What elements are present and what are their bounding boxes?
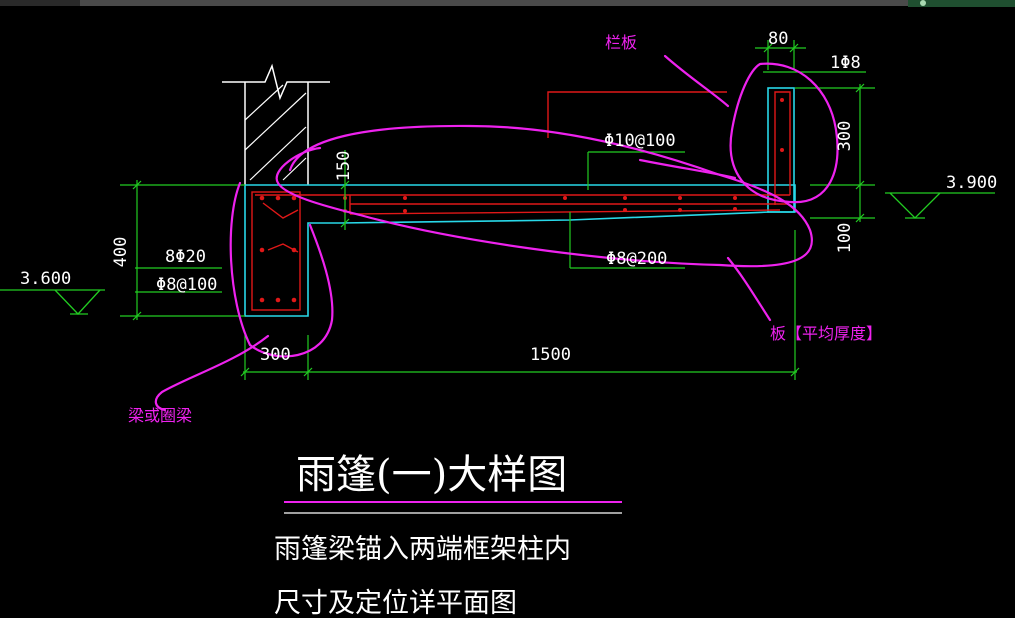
rebar-layout [251, 91, 791, 311]
top-bar [0, 0, 1015, 6]
elevation-marker-left [0, 289, 105, 315]
beam-stirrup-label: Φ8@100 [156, 275, 217, 295]
dim-slab-edge: 100 [835, 223, 855, 254]
railing-rebar-label: 1Φ8 [830, 53, 861, 73]
drawing-title: 雨篷(一)大样图 [296, 452, 567, 498]
beam-main-rebar-label: 8Φ20 [165, 247, 206, 267]
dim-railing-height: 300 [835, 121, 855, 152]
slab-label: 板【平均厚度】 [770, 324, 882, 343]
dim-railing-thickness: 80 [768, 29, 788, 49]
markup-annotations [154, 54, 839, 412]
elevation-left: 3.600 [20, 269, 71, 289]
dim-cantilever: 1500 [530, 345, 571, 365]
railing-label: 栏板 [605, 33, 637, 52]
concrete-outline [244, 87, 796, 317]
dim-beam-height: 400 [111, 237, 131, 268]
dim-slab-root: 150 [334, 151, 354, 182]
elevation-right: 3.900 [946, 173, 997, 193]
elevation-marker-right [885, 192, 995, 219]
top-bar-left [0, 0, 80, 6]
wall-section [222, 63, 330, 185]
beam-label: 梁或圈梁 [128, 406, 192, 425]
dim-beam-width: 300 [260, 345, 291, 365]
dimension-lines [120, 40, 875, 380]
app-logo-icon [908, 0, 1015, 7]
top-rebar-label: Φ10@100 [604, 131, 676, 151]
bottom-rebar-label: Φ8@200 [606, 249, 667, 269]
title-note-1: 雨篷梁锚入两端框架柱内 [274, 534, 571, 565]
title-note-2: 尺寸及定位详平面图 [274, 588, 517, 618]
